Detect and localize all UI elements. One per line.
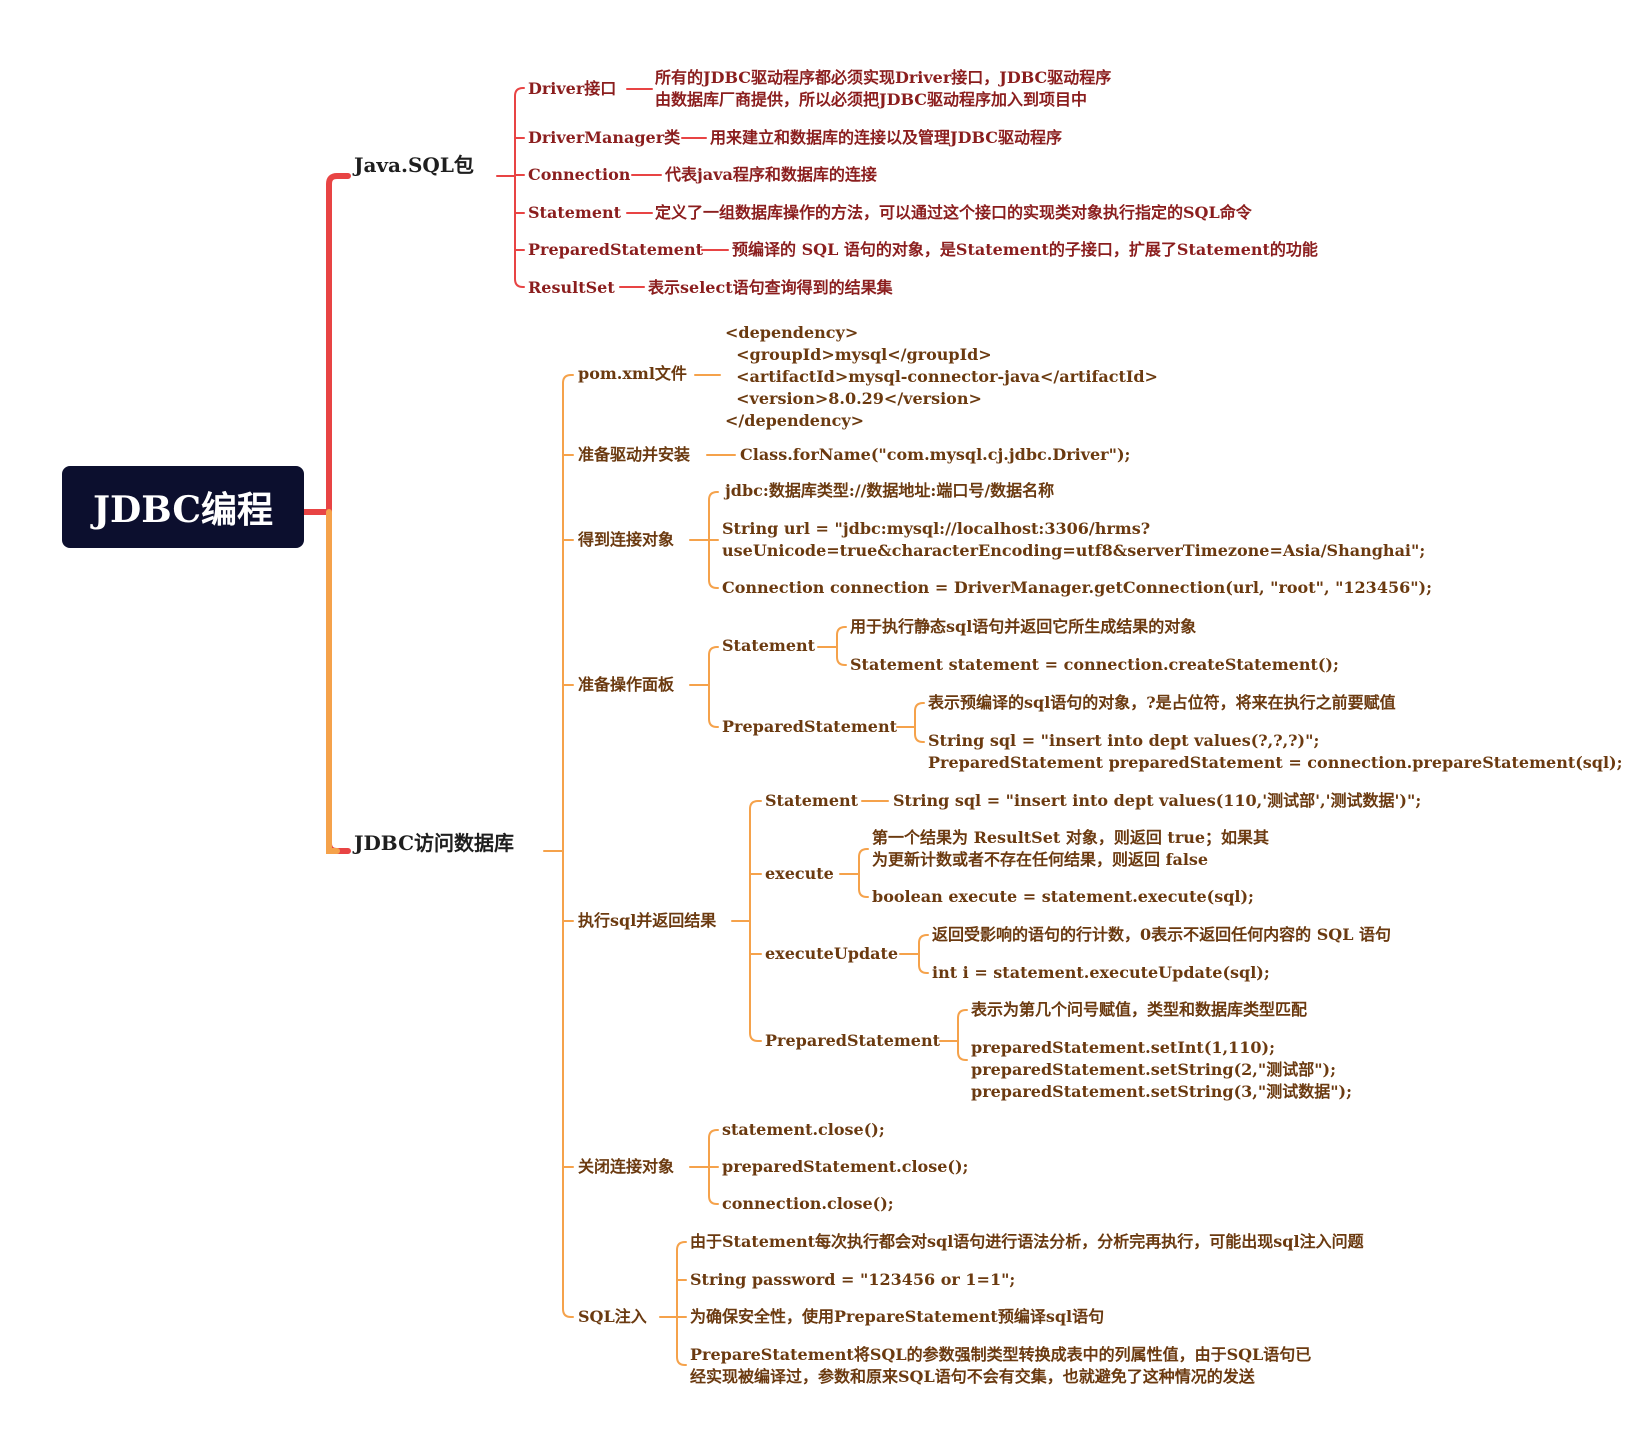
node-resultset-desc: 表示select语句查询得到的结果集: [648, 278, 893, 297]
injection-item-explanation: PrepareStatement将SQL的参数强制类型转换成表中的列属性值，由于…: [690, 1345, 1312, 1386]
node-prepare-panel[interactable]: 准备操作面板: [578, 675, 675, 694]
node-exec-prepared[interactable]: PreparedStatement: [765, 1031, 941, 1050]
node-connection-desc: 代表java程序和数据库的连接: [665, 165, 877, 184]
exec-prepared-code: preparedStatement.setInt(1,110); prepare…: [971, 1038, 1353, 1101]
branch-java-sql[interactable]: Java.SQL包: [354, 153, 474, 177]
panel-prepared-desc: 表示预编译的sql语句的对象，?是占位符，将来在执行之前要赋值: [928, 693, 1396, 712]
injection-item-solution: 为确保安全性，使用PrepareStatement预编译sql语句: [690, 1307, 1105, 1326]
jdbc-access-bracket: [562, 374, 574, 1318]
injection-item-cause: 由于Statement每次执行都会对sql语句进行语法分析，分析完再执行，可能出…: [690, 1232, 1364, 1251]
node-sql-injection[interactable]: SQL注入: [578, 1307, 647, 1326]
conn-item-getconnection: Connection connection = DriverManager.ge…: [722, 578, 1433, 597]
node-driver-install[interactable]: 准备驱动并安装: [578, 445, 691, 464]
panel-statement-bracket: [836, 626, 847, 666]
node-statement[interactable]: Statement: [528, 203, 622, 222]
node-resultset[interactable]: ResultSet: [528, 278, 615, 297]
close-prepared: preparedStatement.close();: [722, 1157, 969, 1176]
close-connection: connection.close();: [722, 1194, 894, 1213]
exec-prepared-desc: 表示为第几个问号赋值，类型和数据库类型匹配: [971, 1000, 1308, 1019]
exec-prepared-bracket: [957, 1009, 968, 1061]
node-panel-prepared[interactable]: PreparedStatement: [722, 717, 898, 736]
exec-update-desc: 返回受影响的语句的行计数，0表示不返回任何内容的 SQL 语句: [932, 925, 1392, 944]
panel-prepared-code: String sql = "insert into dept values(?,…: [928, 731, 1623, 772]
panel-statement-desc: 用于执行静态sql语句并返回它所生成结果的对象: [850, 617, 1197, 636]
node-close[interactable]: 关闭连接对象: [578, 1157, 675, 1176]
conn-item-url: String url = "jdbc:mysql://localhost:330…: [722, 519, 1426, 560]
injection-bracket: [676, 1241, 687, 1366]
node-exec-execute[interactable]: execute: [765, 864, 834, 883]
injection-item-example: String password = "123456 or 1=1";: [690, 1270, 1016, 1289]
exec-execute-code: boolean execute = statement.execute(sql)…: [872, 887, 1254, 906]
node-driver-desc: 所有的JDBC驱动程序都必须实现Driver接口，JDBC驱动程序 由数据库厂商…: [655, 68, 1112, 109]
panel-bracket: [708, 646, 719, 728]
exec-update-code: int i = statement.executeUpdate(sql);: [932, 963, 1270, 982]
node-drivermanager-desc: 用来建立和数据库的连接以及管理JDBC驱动程序: [710, 128, 1063, 147]
node-pom-code: <dependency> <groupId>mysql</groupId> <a…: [725, 323, 1158, 430]
exec-statement-code: String sql = "insert into dept values(11…: [893, 791, 1422, 810]
panel-prepared-bracket: [914, 702, 925, 743]
node-driver[interactable]: Driver接口: [528, 79, 617, 98]
exec-execute-desc: 第一个结果为 ResultSet 对象，则返回 true；如果其 为更新计数或者…: [872, 828, 1270, 869]
node-panel-statement[interactable]: Statement: [722, 636, 816, 655]
java-sql-bracket: [514, 87, 525, 288]
exec-execute-bracket: [858, 848, 869, 898]
node-preparedstatement[interactable]: PreparedStatement: [528, 240, 704, 259]
node-preparedstatement-desc: 预编译的 SQL 语句的对象，是Statement的子接口，扩展了Stateme…: [732, 240, 1318, 259]
branch-jdbc-access[interactable]: JDBC访问数据库: [354, 831, 514, 855]
node-driver-install-code: Class.forName("com.mysql.cj.jdbc.Driver"…: [740, 445, 1131, 464]
node-drivermanager[interactable]: DriverManager类: [528, 128, 681, 147]
panel-statement-code: Statement statement = connection.createS…: [850, 655, 1339, 674]
node-connection[interactable]: Connection: [528, 165, 631, 184]
node-exec-statement[interactable]: Statement: [765, 791, 859, 810]
exec-update-bracket: [918, 934, 929, 974]
node-statement-desc: 定义了一组数据库操作的方法，可以通过这个接口的实现类对象执行指定的SQL命令: [655, 203, 1252, 222]
conn-item-format: jdbc:数据库类型://数据地址:端口号/数据名称: [725, 481, 1055, 500]
node-pom[interactable]: pom.xml文件: [578, 364, 687, 383]
close-statement: statement.close();: [722, 1120, 885, 1139]
node-exec-update[interactable]: executeUpdate: [765, 944, 899, 963]
root-orange-lower: [326, 509, 340, 855]
root-node[interactable]: JDBC编程: [62, 466, 304, 548]
execute-bracket: [749, 800, 762, 1042]
node-execute-sql[interactable]: 执行sql并返回结果: [578, 911, 717, 930]
node-get-connection[interactable]: 得到连接对象: [578, 530, 675, 549]
